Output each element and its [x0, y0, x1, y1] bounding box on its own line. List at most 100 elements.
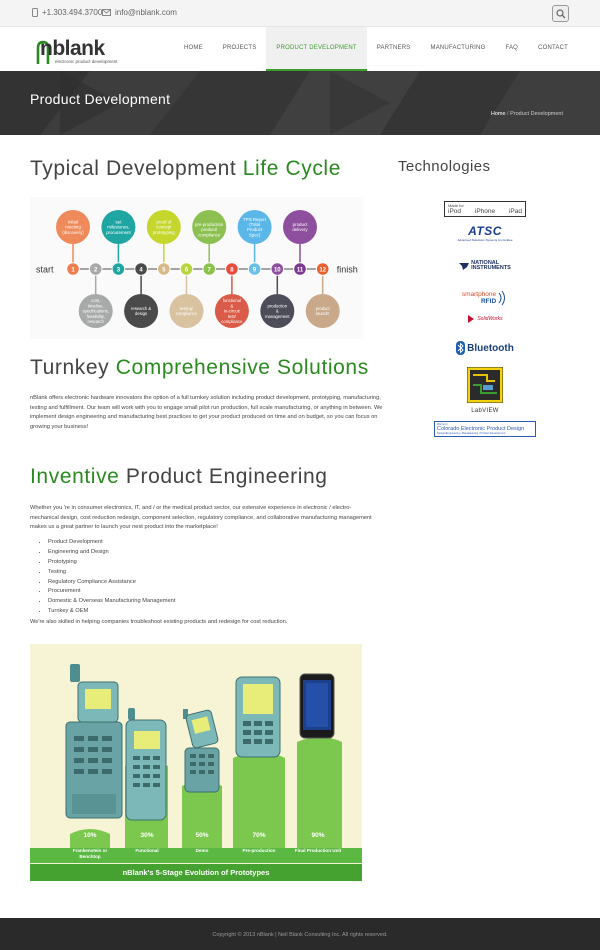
cepd-subtitle: Design/Engineering / Manufacturing / Pro… — [437, 432, 506, 435]
step-circle — [315, 262, 330, 276]
nav-partners[interactable]: PARTNERS — [376, 45, 411, 51]
labview-icon — [466, 366, 504, 404]
top-bubble-text: delivery — [292, 227, 308, 232]
step-number: 12 — [319, 267, 326, 273]
nav-projects[interactable]: PROJECTS — [222, 45, 257, 51]
top-bubble-text: initial — [68, 219, 78, 224]
bottom-bubble-text: testing/ — [180, 306, 194, 311]
list-item: Product Development — [48, 538, 175, 548]
nav-contact[interactable]: CONTACT — [538, 45, 568, 51]
list-item: Regulatory Compliance Assistance — [48, 578, 175, 588]
step-number: 1 — [71, 267, 75, 273]
top-bubble-text: pre-production — [195, 222, 224, 227]
inventive-heading-b: Product Engineering — [119, 465, 328, 488]
bottom-bubble-text: specifications, — [83, 309, 109, 314]
step-number: 3 — [117, 267, 121, 273]
list-item: Testing — [48, 568, 175, 578]
phone-5 — [299, 673, 335, 739]
stage-1-percent: 10% — [83, 832, 97, 839]
breadcrumb-separator: / — [507, 111, 509, 117]
atsc-text: ATSC — [468, 224, 502, 238]
turnkey-body: nBlank offers electronic hardware innova… — [30, 395, 383, 430]
top-bubble-text: prototyping — [153, 230, 175, 235]
nav-product-development[interactable]: PRODUCT DEVELOPMENT — [266, 27, 367, 71]
bottom-bubble-text: in-circuit — [224, 309, 240, 314]
lifecycle-heading: Typical Development Life Cycle — [30, 157, 341, 181]
mail-icon — [102, 9, 111, 16]
nav-faq[interactable]: FAQ — [505, 45, 519, 51]
national-instruments-logo: NATIONAL INSTRUMENTS — [430, 258, 540, 276]
turnkey-heading: Turnkey Comprehensive Solutions — [30, 356, 369, 380]
stage-2-label: Functional — [135, 848, 159, 853]
stage-5-percent: 90% — [311, 832, 325, 839]
cepd-logo[interactable]: We're in Colorado Electronic Product Des… — [430, 421, 540, 439]
ipod-label: iPod — [448, 208, 462, 215]
step-number: 6 — [185, 267, 189, 273]
stage-5-label: Final Production Unit — [294, 848, 342, 853]
top-bubble — [101, 210, 136, 244]
top-bubble-text: (discovery) — [62, 230, 84, 235]
iphone-label: iPhone — [474, 208, 496, 215]
services-list: Product Development Engineering and Desi… — [48, 538, 175, 617]
nblank-logo[interactable]: nblank electronic product development — [36, 37, 120, 71]
list-item: Engineering and Design — [48, 548, 175, 558]
top-bubble-text: product — [293, 222, 308, 227]
step-circle — [270, 262, 285, 276]
technologies-title: Technologies — [398, 158, 491, 175]
top-bubble — [283, 210, 317, 244]
breadcrumb-current: Product Development — [510, 111, 563, 117]
top-bubble-text: compliance — [198, 232, 221, 237]
smartphone-rfid-logo: smartphone RFID — [430, 283, 540, 306]
phone-contact[interactable]: +1.303.494.3700 — [32, 8, 102, 17]
step-number: 8 — [230, 267, 234, 273]
step-number: 7 — [208, 267, 212, 273]
labview-logo: LabVIEW — [430, 366, 540, 414]
bottom-bubble-text: design — [135, 311, 148, 316]
pedestal-5 — [297, 737, 342, 848]
email-contact[interactable]: info@nblank.com — [102, 8, 177, 17]
lifecycle-heading-b: Life Cycle — [242, 157, 341, 180]
breadcrumb-home[interactable]: Home — [490, 111, 506, 117]
apple-mfi-logo: Made for iPod iPhone iPad — [430, 200, 540, 218]
stage-3-percent: 50% — [195, 832, 209, 839]
stage-2-percent: 30% — [140, 832, 154, 839]
top-bubble — [192, 210, 227, 244]
inventive-heading: Inventive Product Engineering — [30, 465, 328, 489]
top-bubble — [56, 210, 90, 244]
bottom-bubble — [305, 294, 340, 328]
step-number: 11 — [297, 267, 304, 273]
logo-mark — [36, 40, 50, 64]
ds-icon — [468, 315, 475, 323]
rfid-line-1: smartphone — [461, 291, 497, 298]
turnkey-heading-b: Comprehensive Solutions — [115, 356, 369, 379]
prototype-phones — [65, 664, 342, 848]
top-bubble-text: concept — [156, 225, 172, 230]
page-title: Product Development — [30, 91, 171, 107]
step-circle — [111, 262, 126, 276]
list-item: Prototyping — [48, 558, 175, 568]
logo-wordmark: nblank — [40, 37, 105, 60]
top-bubble — [237, 210, 272, 244]
page-banner: Product Development Home / Product Devel… — [0, 71, 600, 135]
troubleshoot-note: We're also skilled in helping companies … — [30, 619, 288, 625]
search-button[interactable] — [552, 5, 569, 22]
bottom-bubble-text: product — [316, 306, 331, 311]
bottom-bubble-text: compliance — [221, 319, 243, 324]
top-bubble-text: (Total — [249, 222, 260, 227]
inventive-body: Whether you 're in consumer electronics,… — [30, 505, 372, 530]
top-bar: +1.303.494.3700 info@nblank.com — [0, 0, 600, 27]
step-circle — [202, 262, 216, 276]
step-circle — [247, 262, 262, 276]
step-number: 2 — [94, 267, 98, 273]
atsc-logo: ATSC Advanced Television Systems Committ… — [430, 224, 540, 242]
bottom-bubble-text: cost, — [91, 298, 100, 303]
step-circle — [179, 262, 194, 276]
step-number: 5 — [162, 267, 166, 273]
logo-tagline: electronic product development — [55, 59, 118, 64]
bottom-bubble — [78, 294, 113, 328]
nav-home[interactable]: HOME — [183, 45, 203, 51]
bottom-bubble-text: functional — [223, 298, 241, 303]
prototype-evolution-graphic: 10% 30% 50% 70% 90% Frankenstein or Benc… — [30, 644, 362, 881]
nav-manufacturing[interactable]: MANUFACTURING — [430, 45, 486, 51]
site-header: nblank electronic product development HO… — [0, 27, 600, 71]
